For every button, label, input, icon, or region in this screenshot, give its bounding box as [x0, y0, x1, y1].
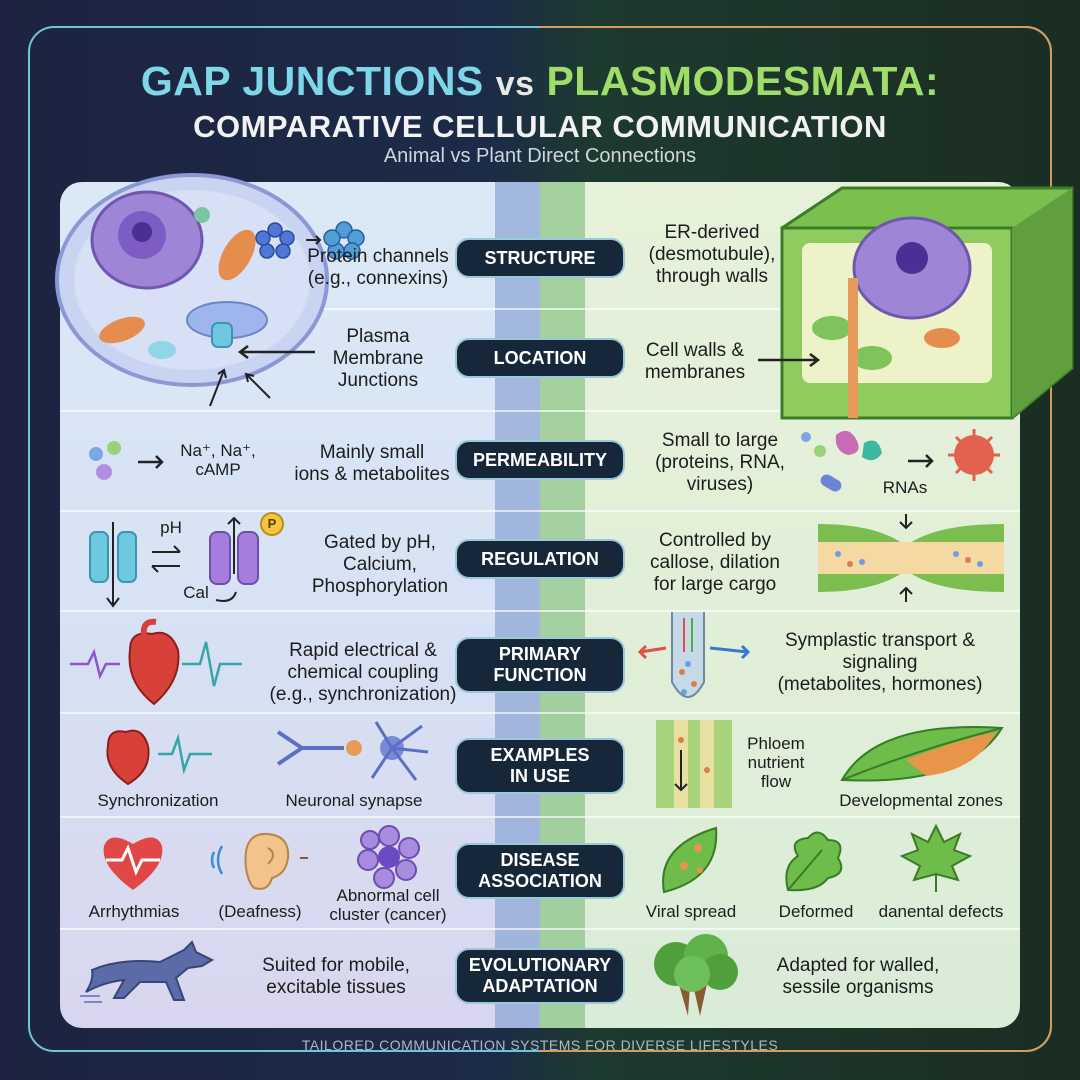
row-divider	[60, 610, 1020, 612]
developmental-zones-label: Developmental zones	[839, 791, 1003, 810]
leaf-developmental-icon	[840, 726, 1004, 782]
page-title: GAP JUNCTIONS vs PLASMODESMATA: COMPARAT…	[0, 58, 1080, 145]
connexin-icon	[255, 221, 365, 260]
permeability-animal-text: Mainly small ions & metabolites	[294, 442, 450, 485]
title-line-2: COMPARATIVE CELLULAR COMMUNICATION	[193, 109, 887, 144]
neuronal-synapse-label: Neuronal synapse	[285, 791, 423, 810]
heart-ecg-icon	[70, 618, 242, 706]
tree-icon	[654, 934, 738, 1016]
evolution-plant-text: Adapted for walled, sessile organisms	[776, 955, 940, 998]
category-evolutionary-adaptation: EVOLUTIONARY ADAPTATION	[455, 948, 625, 1004]
rnas-label: RNAs	[882, 478, 928, 497]
location-plant-text: Cell walls & membranes	[644, 340, 746, 383]
neuron-icon	[276, 721, 429, 781]
leaf-viral-icon	[662, 826, 718, 894]
abnormal-cell-label: Abnormal cell cluster (cancer)	[329, 886, 447, 924]
deafness-label: (Deafness)	[218, 902, 302, 921]
outer-frame-plant	[540, 26, 1052, 1052]
title-vs: vs	[495, 65, 535, 103]
danental-defects-label: danental defects	[878, 902, 1004, 921]
leaf-deformed-icon	[785, 831, 843, 892]
phosphate-badge: P	[260, 512, 284, 536]
category-structure: STRUCTURE	[455, 238, 625, 278]
arrhythmias-label: Arrhythmias	[88, 902, 180, 921]
footer-tagline: TAILORED COMMUNICATION SYSTEMS FOR DIVER…	[301, 1037, 779, 1053]
row-divider	[60, 410, 1020, 412]
ions-icon	[89, 441, 164, 480]
synchronization-label: Synchronization	[97, 791, 219, 810]
row-divider	[60, 712, 1020, 714]
heart-synchronization-icon	[106, 729, 212, 786]
title-gap-junctions: GAP JUNCTIONS	[140, 58, 484, 104]
subtitle: Animal vs Plant Direct Connections	[383, 145, 697, 167]
deformed-label: Deformed	[778, 902, 854, 921]
function-plant-text: Symplastic transport & signaling (metabo…	[777, 630, 983, 695]
ear-icon	[210, 832, 308, 890]
heart-arrhythmia-icon	[103, 837, 163, 890]
phloem-label: Phloem nutrient flow	[747, 734, 805, 791]
evolution-animal-text: Suited for mobile, excitable tissues	[262, 955, 410, 998]
category-regulation: REGULATION	[455, 539, 625, 579]
category-location: LOCATION	[455, 338, 625, 378]
regulation-plant-text: Controlled by callose, dilation for larg…	[650, 530, 780, 595]
row-divider	[60, 510, 1020, 512]
function-animal-text: Rapid electrical & chemical coupling (e.…	[269, 640, 457, 705]
row-divider	[60, 928, 1020, 930]
cell-cluster-icon	[357, 825, 420, 889]
structure-plant-text: ER-derived (desmotubule), through walls	[648, 222, 776, 287]
gated-channel-icon	[89, 516, 259, 608]
permeability-plant-text: Small to large (proteins, RNA, viruses)	[655, 430, 785, 495]
callose-constriction-icon	[818, 514, 1004, 602]
location-arrows	[209, 345, 315, 407]
location-animal-text: Plasma Membrane Junctions	[332, 326, 424, 391]
viral-spread-label: Viral spread	[645, 902, 737, 921]
category-disease-association: DISEASE ASSOCIATION	[455, 843, 625, 899]
root-transport-icon	[637, 612, 751, 698]
structure-animal-text: Protein channels (e.g., connexins)	[307, 246, 449, 289]
plant-cell-illustration	[780, 186, 1074, 420]
wolf-icon	[80, 940, 215, 1003]
category-examples-in-use: EXAMPLES IN USE	[455, 738, 625, 794]
phloem-icon	[656, 720, 732, 808]
row-divider	[60, 308, 1020, 310]
cal-label: Cal	[183, 583, 209, 602]
category-primary-function: PRIMARY FUNCTION	[455, 637, 625, 693]
title-plasmodesmata: PLASMODESMATA:	[546, 58, 940, 104]
macromolecules-icon	[801, 429, 1000, 492]
animal-cell-illustration	[55, 173, 329, 387]
category-permeability: PERMEABILITY	[455, 440, 625, 480]
ions-label: Na⁺, Na⁺, cAMP	[180, 441, 256, 479]
row-divider	[60, 816, 1020, 818]
location-plant-arrow	[758, 353, 821, 367]
regulation-animal-text: Gated by pH, Calcium, Phosphorylation	[311, 532, 449, 597]
ph-label: pH	[160, 518, 182, 537]
leaf-maple-icon	[899, 823, 973, 892]
